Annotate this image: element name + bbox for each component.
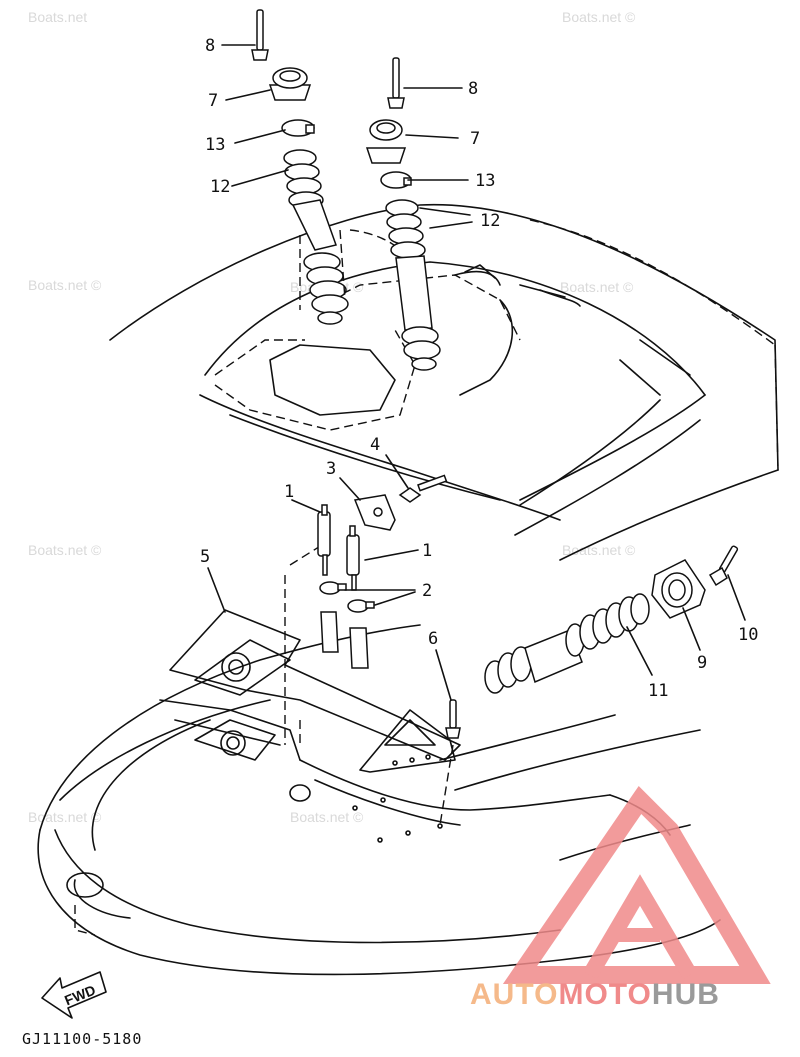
left-hose-assembly [251, 9, 349, 325]
fwd-arrow-icon: FWD [41, 971, 107, 1019]
watermark: Boats.net © [28, 542, 102, 558]
callout-7: 7 [470, 129, 480, 149]
rear-duct-parts [439, 545, 739, 826]
callout-13: 13 [205, 135, 225, 155]
centre-vent-parts [317, 474, 448, 669]
watermark: Boats.net © [28, 277, 102, 293]
watermark: Boats.net © [290, 809, 364, 825]
callout-12: 12 [480, 211, 500, 231]
callout-1: 1 [284, 482, 294, 502]
callout-9: 9 [697, 653, 707, 673]
svg-text:AUTOMOTOHUB: AUTOMOTOHUB [470, 978, 720, 1011]
watermark: Boats.net © [562, 542, 636, 558]
watermark: Boats.net [28, 9, 87, 25]
diagram-code: GJ11100-5180 [22, 1030, 142, 1048]
callout-5: 5 [200, 547, 210, 567]
logo-hub: HUB [652, 978, 720, 1011]
watermark: Boats.net © [28, 809, 102, 825]
logo-auto: AUTO [470, 978, 558, 1011]
callout-13: 13 [475, 171, 495, 191]
callout-11: 11 [648, 681, 668, 701]
callout-6: 6 [428, 629, 438, 649]
callout-12: 12 [210, 177, 230, 197]
logo-moto: MOTO [558, 978, 651, 1011]
leader-lines [207, 44, 746, 701]
hull-body [109, 203, 779, 561]
callout-4: 4 [370, 435, 380, 455]
automotohub-triangle-logo-icon [502, 785, 771, 984]
callout-1: 1 [422, 541, 432, 561]
callout-8: 8 [468, 79, 478, 99]
right-hose-assembly [365, 57, 441, 371]
watermarks: Boats.net Boats.net © Boats.net © Boats.… [28, 9, 636, 825]
callouts: 8 7 13 12 8 7 13 12 3 4 1 1 2 5 6 9 10 1… [200, 36, 758, 701]
watermark: Boats.net © [562, 9, 636, 25]
front-cover-plate [169, 539, 461, 773]
automotohub-wordmark: AUTOMOTOHUB [470, 978, 720, 1011]
front-hull [37, 624, 721, 976]
callout-2: 2 [422, 581, 432, 601]
callout-8: 8 [205, 36, 215, 56]
callout-10: 10 [738, 625, 758, 645]
callout-3: 3 [326, 459, 336, 479]
watermark: Boats.net © [560, 279, 634, 295]
callout-7: 7 [208, 91, 218, 111]
